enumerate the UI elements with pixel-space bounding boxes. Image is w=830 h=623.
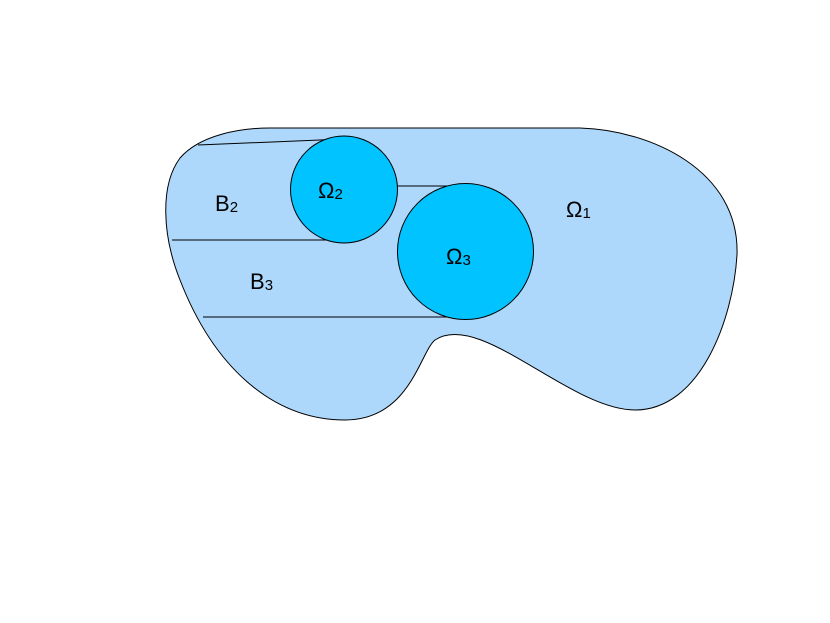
- omega3-disk: [397, 183, 534, 320]
- b2-label: B2: [215, 191, 238, 216]
- b2-upper-boundary: [197, 138, 345, 146]
- omega1-label: Ω1: [566, 197, 591, 222]
- omega2-label: Ω2: [318, 178, 343, 203]
- omega3-label: Ω3: [446, 244, 471, 269]
- omega2-disk: [290, 135, 398, 244]
- b3-label: B3: [250, 269, 273, 294]
